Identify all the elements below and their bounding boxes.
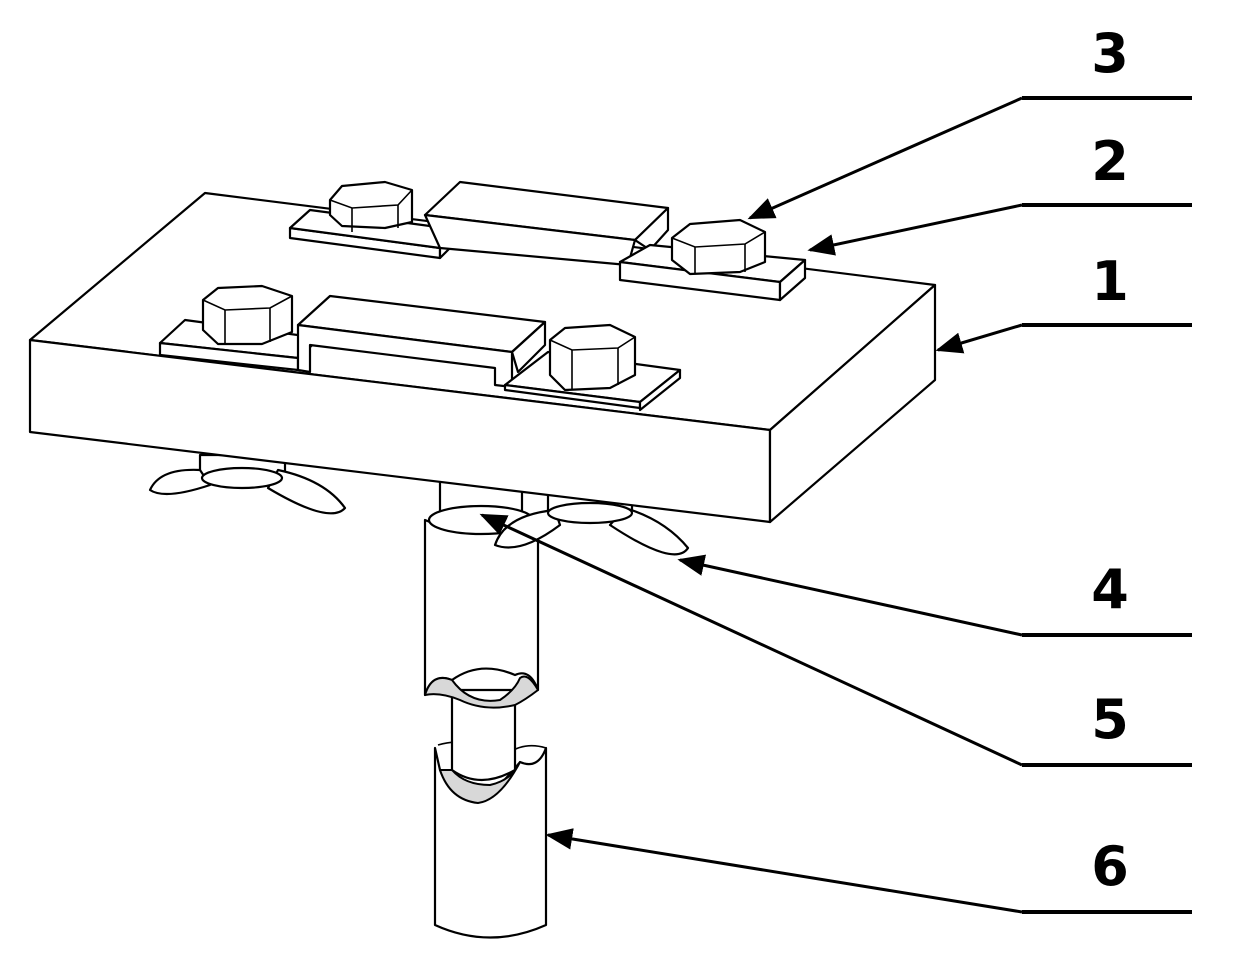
leader-line-5 <box>479 513 1192 767</box>
inner-rod <box>450 688 517 781</box>
clamp-bracket-rear <box>288 180 807 302</box>
hex-bolt-front-right <box>548 323 637 392</box>
hex-bolt-front-left <box>201 284 294 346</box>
leader-line-2 <box>807 203 1192 256</box>
callout-label-1: 1 <box>1091 250 1129 313</box>
leader-line-3 <box>747 96 1192 220</box>
leader-line-4 <box>677 554 1192 637</box>
callout-label-5: 5 <box>1091 688 1129 751</box>
base-plate <box>28 191 937 524</box>
hex-bolt-rear-left <box>328 180 414 232</box>
leader-line-6 <box>545 828 1192 914</box>
wing-nut-left <box>148 453 347 515</box>
leader-line-1 <box>935 323 1192 354</box>
callout-label-3: 3 <box>1091 22 1129 85</box>
callout-label-6: 6 <box>1091 835 1129 898</box>
upper-tube <box>423 518 540 709</box>
lower-tube <box>433 741 548 939</box>
clamp-bracket-front <box>158 294 682 412</box>
callout-label-2: 2 <box>1091 130 1129 193</box>
callout-label-4: 4 <box>1091 558 1129 621</box>
hex-bolt-rear-right <box>670 218 767 276</box>
